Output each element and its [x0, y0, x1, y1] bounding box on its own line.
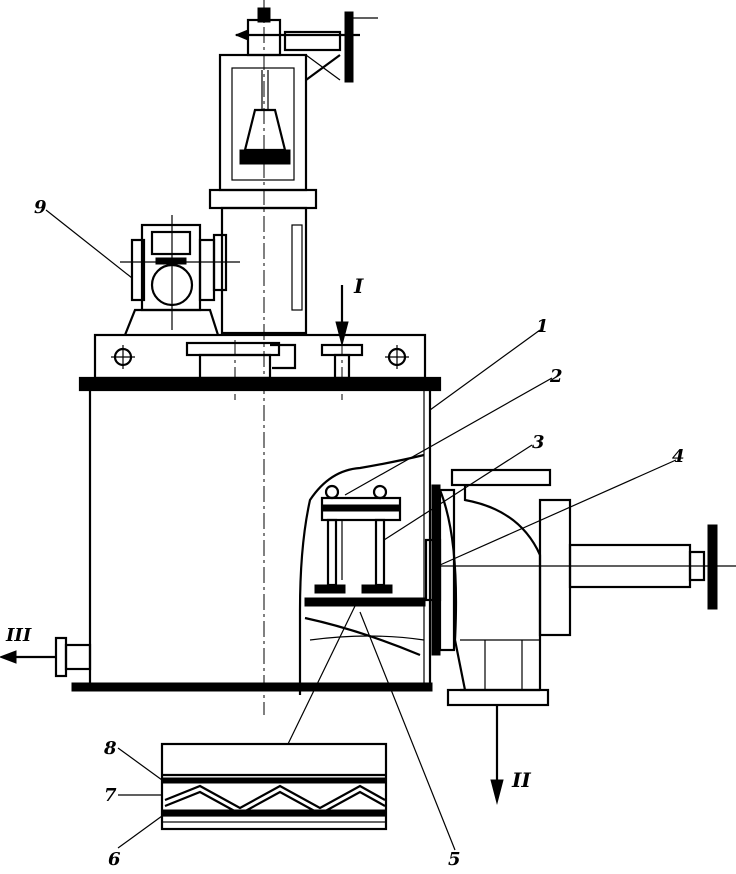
motor-unit: [120, 215, 240, 336]
label-6: 6: [108, 849, 121, 869]
outflow-arrow: [490, 705, 504, 805]
label-2: 2: [549, 366, 563, 387]
drain-pipe: [0, 636, 92, 678]
top-drive-column: [208, 7, 378, 335]
top-cover: [78, 333, 442, 392]
label-3: 3: [532, 432, 545, 453]
cutaway-section: [298, 453, 426, 695]
label-1: 1: [536, 316, 549, 337]
label-flow-out: II: [511, 768, 531, 792]
label-7: 7: [104, 785, 117, 806]
leader-lines: [45, 209, 677, 851]
label-5: 5: [448, 849, 461, 869]
inflow-arrow: [335, 285, 349, 347]
detail-inset: [160, 605, 388, 831]
label-drain: III: [5, 625, 32, 646]
label-9: 9: [34, 197, 47, 218]
label-flow-in: I: [353, 274, 364, 298]
label-8: 8: [103, 738, 117, 759]
outlet-housing: [424, 468, 736, 707]
label-4: 4: [672, 446, 685, 467]
